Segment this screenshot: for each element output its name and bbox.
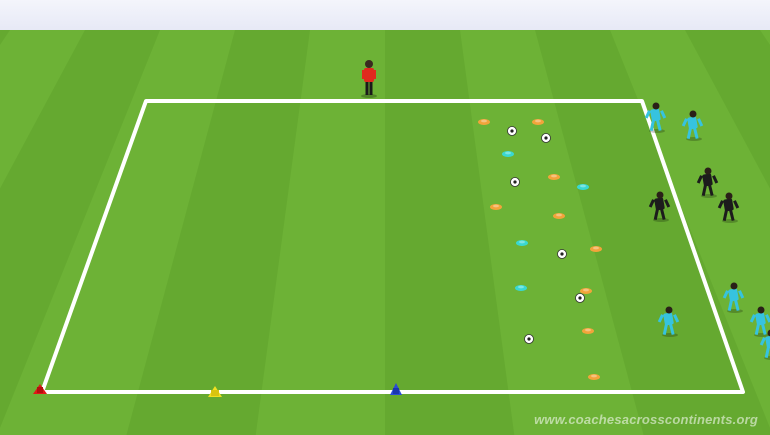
orange-cone [553,213,565,219]
soccer-ball [542,134,551,143]
cyan-cone [502,151,514,157]
orange-cone [478,119,490,125]
watermark-text: www.coachesacrosscontinents.org [534,412,758,427]
orange-cone [490,204,502,210]
soccer-ball [525,335,534,344]
soccer-ball [511,178,520,187]
orange-cone [582,328,594,334]
orange-cone [580,288,592,294]
soccer-ball [576,294,585,303]
soccer-ball [508,127,517,136]
grass [0,30,770,435]
cyan-cone [516,240,528,246]
orange-cone [590,246,602,252]
cyan-cone [515,285,527,291]
soccer-ball [558,250,567,259]
orange-cone [588,374,600,380]
orange-cone [548,174,560,180]
cyan-cone [577,184,589,190]
orange-cone [532,119,544,125]
